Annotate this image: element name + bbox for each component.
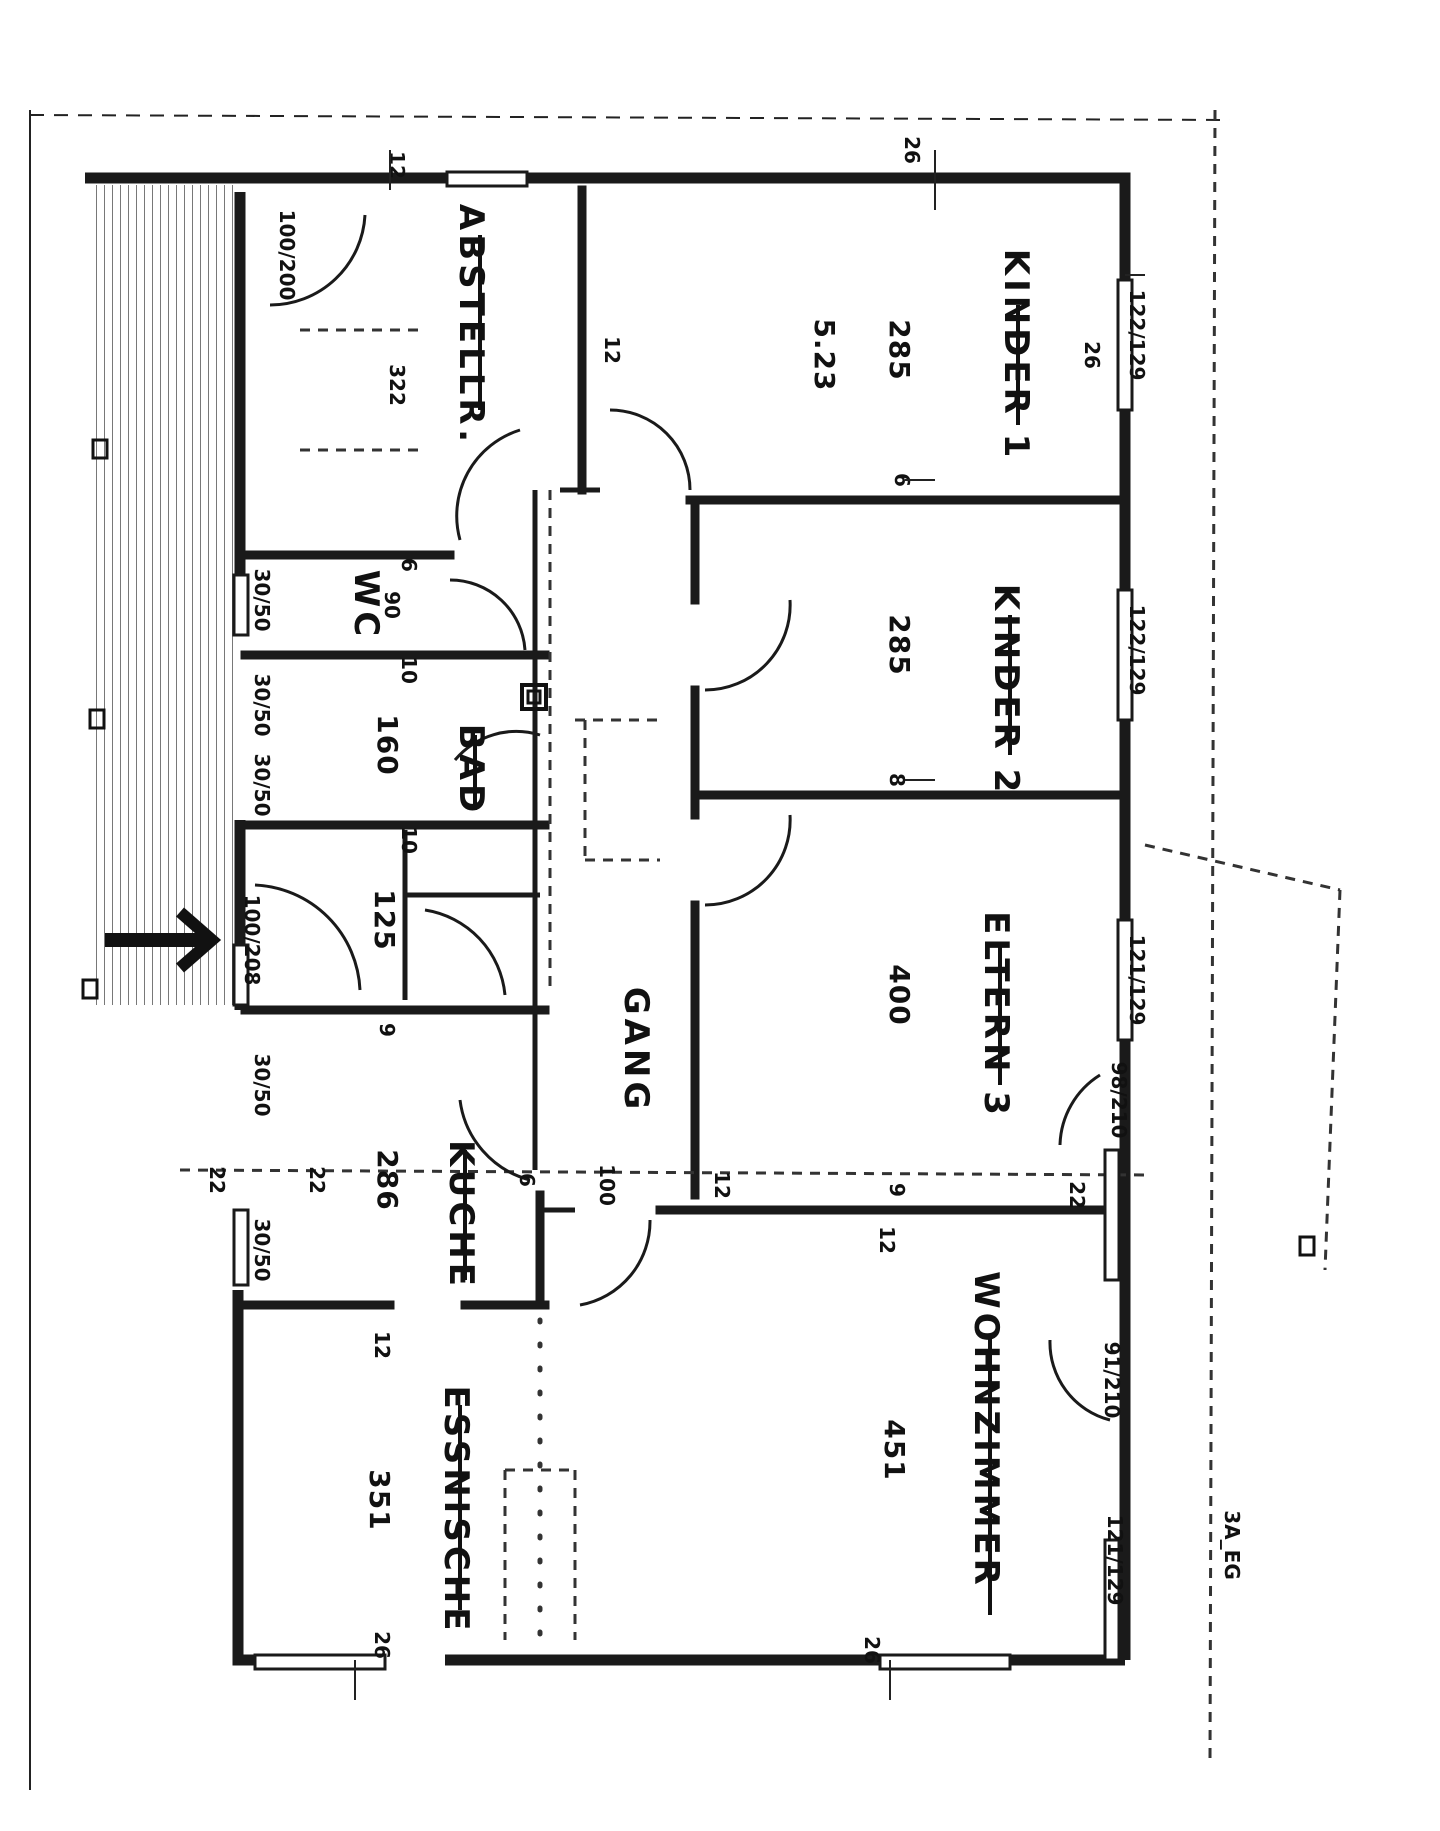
dim-k1-26: 26 [1080,341,1104,369]
entry-arrow-icon [105,907,222,973]
terrace-hatch [90,185,240,1005]
dim-wz-9: 9 [885,1183,909,1197]
dim-wc-6: 6 [397,558,421,572]
room-name-gang: GANG [616,987,656,1114]
room-name-abstellr: ABSTELLR. [451,204,491,446]
dim-wz-window: 121/129 [1103,1515,1127,1606]
dim-win-a: 100/200 [275,210,299,301]
dim-ku-side: 22 [305,1166,329,1194]
dim-flur-9: 9 [375,1023,399,1037]
room-dim-abstellr: 322 [385,364,409,406]
dim-entry: 100/208 [240,895,264,986]
dim-wz-door: 91/210 [1100,1342,1124,1419]
dim-k2-6: 6 [890,473,914,487]
room-area-kinder1: 5.23 [808,318,841,391]
room-height-kinder1: 285 [883,319,916,380]
room-name-bad: BAD [451,724,491,816]
door-swings [254,214,1111,1422]
dim-wz-12: 12 [875,1226,899,1254]
room-name-wohnzimmer: WOHNZIMMER [966,1271,1006,1589]
dim-flur-10: 10 [397,826,421,854]
stamp-label: 3A_EG [1220,1510,1244,1579]
dim-bad-10: 10 [397,656,421,684]
room-name-kuche: KUCHE [441,1140,481,1290]
dim-gang-12: 12 [710,1171,734,1199]
dim-es-26: 26 [370,1631,394,1659]
dim-win-e: 30/50 [250,1054,274,1117]
dim-win-f: 30/50 [250,1219,274,1282]
dim-top-12: 12 [385,151,409,179]
room-name-essnische: ESSNISCHE [436,1386,476,1635]
room-height-kinder2: 285 [883,614,916,675]
dim-k1-12: 12 [600,336,624,364]
dim-ku-100: 100 [595,1164,619,1206]
windows [232,170,1134,1671]
room-height-eltern3: 400 [883,964,916,1025]
room-name-eltern3: ELTERN 3 [976,911,1016,1119]
dim-es-12: 12 [370,1331,394,1359]
room-height-kuche: 286 [371,1149,404,1210]
dim-ku-12: 12 [370,1331,394,1359]
room-dim-wc: 90 [380,591,404,619]
dim-win-b: 30/50 [250,569,274,632]
column-markers [81,438,1316,1257]
outer-walls [85,172,1131,1666]
room-labels: KINDER 1 5.23 285 KINDER 2 285 ELTERN 3 … [346,204,1036,1635]
dim-wz-22: 22 [1065,1181,1089,1209]
dim-ku-22: 22 [205,1166,229,1194]
dim-k2-8: 8 [885,773,909,787]
room-height-wohnzimmer: 451 [878,1419,911,1480]
dim-el-door: 98/210 [1107,1062,1131,1139]
dim-win-d: 30/50 [250,754,274,817]
interior-walls [240,185,1120,1310]
dim-k2-window: 122/129 [1125,605,1149,696]
dim-ku-6: 6 [515,1173,539,1187]
dim-k1-window: 122/129 [1125,290,1149,381]
room-height-bad: 160 [371,714,404,775]
room-height-flur: 125 [368,889,401,950]
dim-top-26: 26 [900,136,924,164]
dimension-ticks [354,150,1145,1700]
dashed-lines [179,109,1342,1761]
room-height-essnische: 351 [363,1469,396,1530]
top-rule-line [29,114,1231,121]
dim-el-window: 121/129 [1125,935,1149,1026]
dimension-labels: 12 26 12 26 122/129 6 122/129 8 121/129 … [205,136,1244,1664]
room-name-wc: WC [346,570,386,640]
dim-win-c: 30/50 [250,674,274,737]
room-name-kinder2: KINDER 2 [986,584,1026,797]
dim-wz-26: 26 [860,1636,884,1664]
